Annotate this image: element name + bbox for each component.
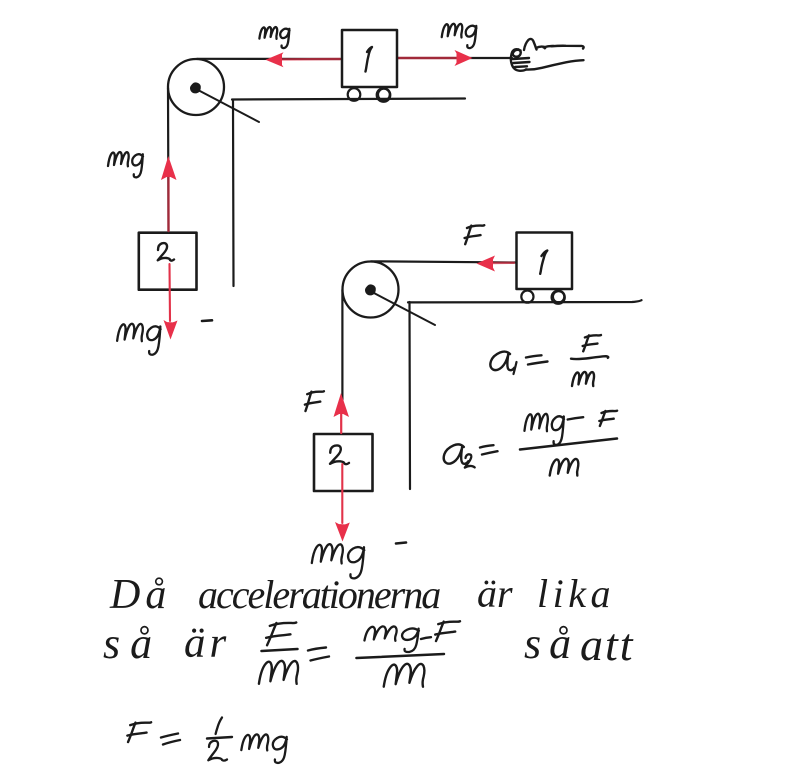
svg-text:så: så [103, 619, 162, 668]
svg-text:så: så [524, 619, 579, 668]
svg-text:är: är [477, 571, 513, 616]
svg-text:att: att [580, 619, 635, 670]
svg-text:accelerationerna: accelerationerna [198, 572, 440, 617]
svg-text:är: är [184, 620, 230, 667]
svg-text:lika: lika [537, 571, 615, 616]
svg-text:Då: Då [109, 572, 171, 618]
